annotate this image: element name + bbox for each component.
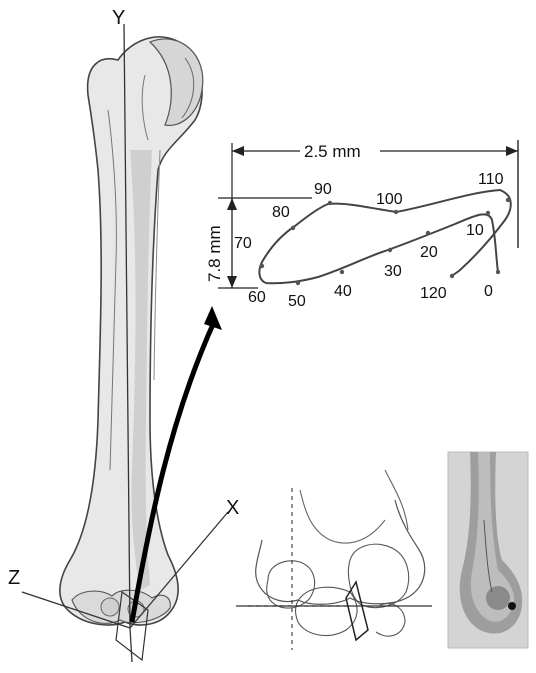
trajectory-plot: 2.5 mm 7.8 mm 0 10 20 30 40 xyxy=(205,138,518,310)
point-label-0: 0 xyxy=(484,283,493,300)
axis-extension xyxy=(130,628,132,662)
point-label-30: 30 xyxy=(384,263,402,280)
z-axis-label: Z xyxy=(8,567,20,589)
point-label-60: 60 xyxy=(248,289,266,306)
point-label-10: 10 xyxy=(466,222,484,239)
distal-humerus-sketch xyxy=(236,470,432,650)
x-axis-label: X xyxy=(226,497,239,519)
humerus-outline xyxy=(60,37,202,625)
point-label-100: 100 xyxy=(376,191,403,208)
point-label-70: 70 xyxy=(234,235,252,252)
point-label-90: 90 xyxy=(314,181,332,198)
point-label-40: 40 xyxy=(334,283,352,300)
point-label-110: 110 xyxy=(478,171,504,188)
radiograph-thumbnail xyxy=(448,452,528,648)
point-label-120: 120 xyxy=(420,285,447,302)
y-axis-label: Y xyxy=(112,7,125,29)
width-dimension-label: 2.5 mm xyxy=(304,142,361,161)
point-label-80: 80 xyxy=(272,204,290,221)
point-label-20: 20 xyxy=(420,244,438,261)
height-dimension-label: 7.8 mm xyxy=(205,225,224,282)
point-label-50: 50 xyxy=(288,293,306,310)
humerus-bone xyxy=(60,37,203,625)
